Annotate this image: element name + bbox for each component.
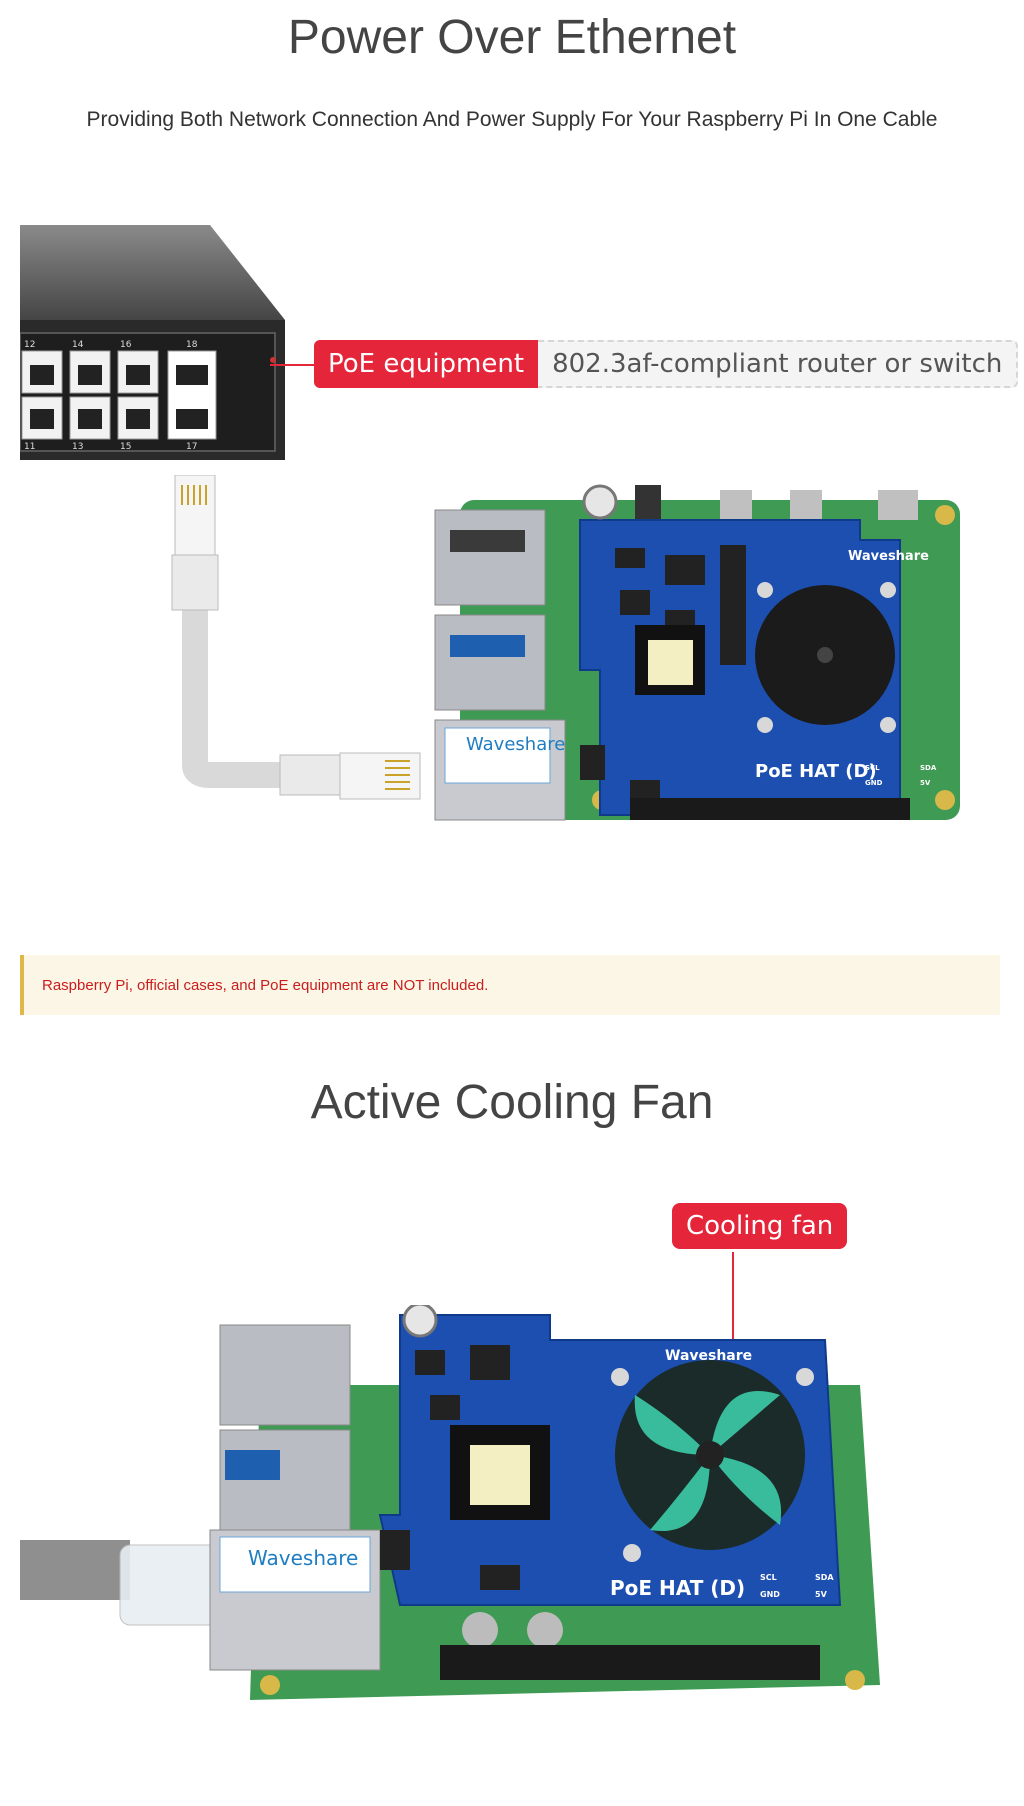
connector-brand-text: Waveshare [466, 734, 565, 755]
poe-equipment-description: 802.3af-compliant router or switch [538, 340, 1019, 388]
pin-label: GND [760, 1590, 780, 1599]
hat-brand-text: Waveshare [665, 1348, 752, 1364]
poe-equipment-callout: PoE equipment 802.3af-compliant router o… [314, 340, 1019, 388]
ethernet-cable-image [171, 475, 421, 800]
notice-text: Raspberry Pi, official cases, and PoE eq… [42, 976, 489, 994]
section-title-fan: Active Cooling Fan [310, 1076, 714, 1129]
pin-label: GND [865, 779, 883, 787]
port-label: 15 [120, 442, 131, 452]
pin-label: SCL [760, 1573, 777, 1582]
port-label: 11 [24, 442, 35, 452]
port-label: 16 [120, 340, 132, 350]
cooling-fan-board-image: Waveshare Waveshare PoE HAT (D) SCL SDA … [20, 1305, 880, 1700]
pin-label: SCL [865, 764, 880, 772]
hat-name-text: PoE HAT (D) [610, 1576, 745, 1600]
connector-brand-text: Waveshare [248, 1546, 358, 1570]
pin-label: 5V [815, 1590, 828, 1599]
port-label: 17 [186, 442, 197, 452]
port-label: 12 [24, 340, 35, 350]
poe-equipment-label: PoE equipment [314, 340, 539, 388]
network-switch-image: 12 14 16 18 11 13 15 17 [20, 225, 285, 460]
callout-connector-line [270, 364, 316, 366]
hat-name-text: PoE HAT (D) [755, 761, 877, 782]
port-label: 14 [72, 340, 84, 350]
port-label: 13 [72, 442, 83, 452]
port-label: 18 [186, 340, 198, 350]
pin-label: SDA [815, 1573, 834, 1582]
poe-hat-board-image: Waveshare Waveshare PoE HAT (D) SCL SDA … [434, 484, 960, 821]
notice-banner: Raspberry Pi, official cases, and PoE eq… [20, 955, 1000, 1015]
section-subtitle-poe: Providing Both Network Connection And Po… [86, 108, 938, 131]
pin-label: SDA [920, 764, 937, 772]
cooling-fan-callout: Cooling fan [672, 1203, 848, 1249]
hat-brand-text: Waveshare [848, 549, 929, 564]
section-title-poe: Power Over Ethernet [287, 11, 737, 64]
pin-label: 5V [920, 779, 931, 787]
